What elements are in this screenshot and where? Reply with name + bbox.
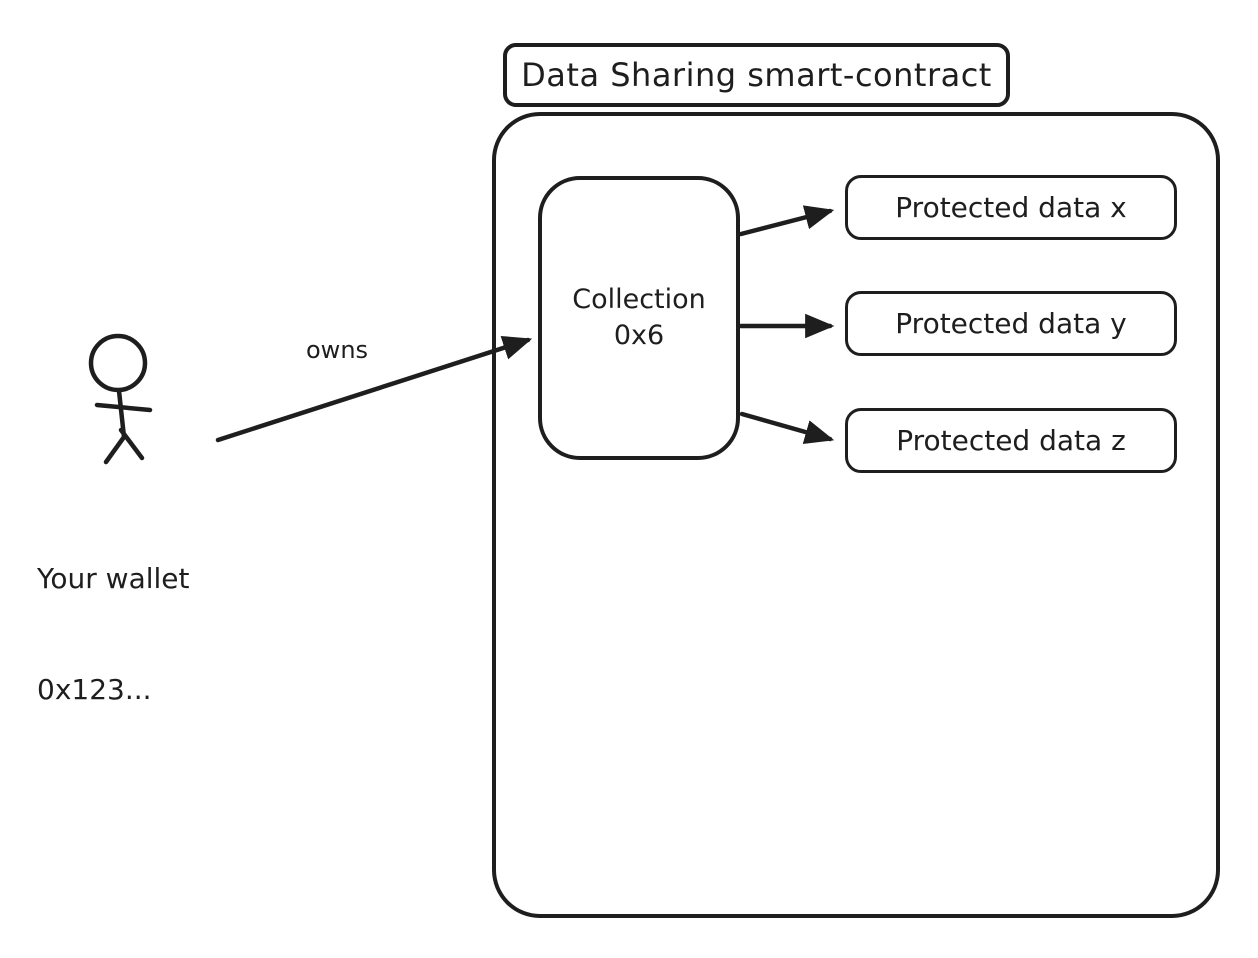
stick-figure-icon [88,333,153,465]
wallet-label: Your wallet 0x123... [37,486,190,782]
protected-data-node-x: Protected data x [845,175,1177,240]
owns-arrow-label: owns [306,336,369,364]
wallet-label-line1: Your wallet [37,562,190,595]
smart-contract-title-box: Data Sharing smart-contract [503,43,1010,107]
collection-node: Collection 0x6 [538,176,740,460]
protected-data-node-y: Protected data y [845,291,1177,356]
protected-data-node-z: Protected data z [845,408,1177,473]
collection-label-line2: 0x6 [613,320,665,351]
protected-data-y-label: Protected data y [895,307,1127,340]
collection-label-line1: Collection [572,284,706,315]
protected-data-x-label: Protected data x [895,191,1127,224]
protected-data-z-label: Protected data z [896,424,1126,457]
smart-contract-title-label: Data Sharing smart-contract [521,56,992,94]
owns-arrow [215,335,533,443]
wallet-label-line2: 0x123... [37,673,152,706]
